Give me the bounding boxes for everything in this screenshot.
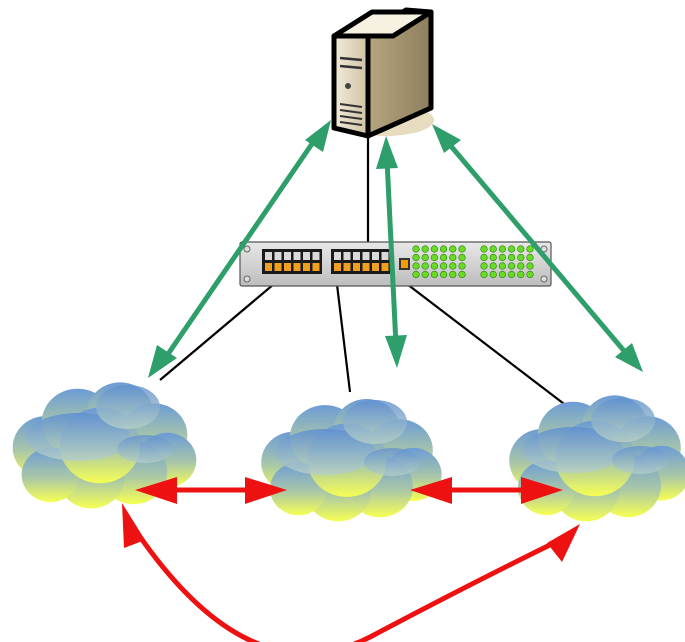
switch-led [489,262,497,270]
switch-led [498,270,507,279]
switch-port [372,263,379,271]
link-server-cloud-middle [376,136,407,368]
switch-port [265,252,272,260]
switch-port [381,252,389,260]
switch-port [303,252,310,260]
switch-led [458,270,466,279]
switch-port [293,252,301,260]
switch-led [489,245,497,253]
switch-led [517,245,525,253]
cable-links [159,135,573,411]
switch-led [449,253,457,262]
switch-led [440,253,448,262]
server-tower-icon [331,7,434,139]
switch-port [353,263,360,271]
switch-led [480,245,488,253]
switch-led [430,245,439,253]
switch-led [517,270,525,279]
switch-led [412,245,420,253]
switch-led [430,253,439,262]
switch-led [517,262,525,270]
switch-led [440,270,448,279]
switch-led [508,262,516,270]
peer-links [122,477,580,642]
switch-led [480,253,488,262]
switch-led [526,270,534,279]
switch-port [353,252,360,260]
switch-led [440,245,448,253]
network-switch-icon [239,241,552,287]
switch-port [284,263,291,271]
link-cloud-middle-cloud-right [410,477,563,504]
switch-led [508,245,516,253]
switch-led [498,262,507,270]
switch-led [526,253,534,262]
switch-led [449,270,457,279]
cable-switch-cloud-middle [333,267,352,393]
switch-port [362,252,370,260]
switch-led [489,253,497,262]
switch-port [274,252,282,260]
switch-led [526,262,534,270]
server-links [148,120,643,378]
cloud-right [509,395,685,522]
switch-led [458,245,466,253]
switch-led [526,245,534,253]
switch-led [421,262,429,270]
switch-led [421,270,429,279]
switch-port [284,252,291,260]
switch-port [362,263,370,271]
cable-switch-cloud-right [385,267,573,411]
link-cloud-left-cloud-middle [135,477,287,504]
switch-port [343,263,351,271]
switch-port [265,263,272,271]
switch-led [480,270,488,279]
switch-port [334,252,341,260]
switch-led [412,270,420,279]
switch-led [421,245,429,253]
switch-port [372,252,379,260]
switch-led [480,262,488,270]
cable-switch-cloud-left [159,267,294,381]
switch-led [440,262,448,270]
switch-led [412,262,420,270]
link-server-cloud-right [432,124,643,372]
switch-led [412,253,420,262]
switch-led [458,253,466,262]
switch-led [508,253,516,262]
switch-led [498,253,507,262]
switch-led [458,262,466,270]
switch-led [517,253,525,262]
switch-port [334,263,341,271]
switch-led [449,245,457,253]
switch-led [430,262,439,270]
cloud-middle [261,398,442,522]
link-server-cloud-left [148,120,331,378]
switch-port [343,252,351,260]
switch-port [293,263,301,271]
cloud-left [12,382,197,509]
switch-led [421,253,429,262]
switch-led [508,270,516,279]
link-cloud-left-cloud-right [122,503,580,642]
switch-port [303,263,310,271]
switch-led [498,245,507,253]
switch-led [489,270,497,279]
switch-led [430,270,439,279]
switch-port [381,263,389,271]
switch-port [312,263,320,271]
switch-port [274,263,282,271]
switch-port [312,252,320,260]
switch-led [449,262,457,270]
